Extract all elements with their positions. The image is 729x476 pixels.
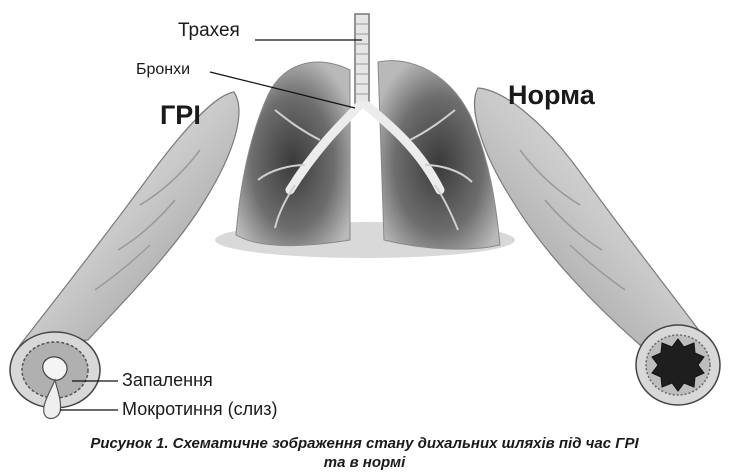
gri-narrowed-lumen bbox=[42, 356, 68, 381]
sputum-drop bbox=[43, 378, 62, 420]
right-main-bronchus bbox=[361, 100, 445, 195]
normal-airway-tube bbox=[473, 87, 712, 346]
diagram-illustration bbox=[9, 13, 721, 420]
trachea-label: Трахея bbox=[178, 20, 240, 41]
inflammation-label: Запалення bbox=[122, 370, 213, 390]
bronchi-label: Бронхи bbox=[136, 61, 191, 78]
bronchial-tree bbox=[257, 109, 473, 231]
caption-line-2: та в нормі bbox=[323, 454, 406, 471]
left-lung bbox=[235, 61, 351, 246]
gri-airway-tube bbox=[18, 91, 240, 346]
right-lung bbox=[377, 60, 501, 250]
normal-open-lumen bbox=[651, 338, 705, 392]
caption-line-1: Рисунок 1. Схематичне зображення стану д… bbox=[90, 435, 639, 452]
trachea-tube bbox=[354, 13, 370, 107]
trachea-rings bbox=[355, 23, 369, 95]
airways-diagram: Трахея Бронхи ГРІ Норма Запалення Мокрот… bbox=[9, 13, 721, 420]
bronchi-leader-line bbox=[209, 71, 356, 109]
gri-tube-pattern bbox=[94, 149, 201, 291]
normal-tube-pattern bbox=[519, 149, 626, 291]
figure-caption: Рисунок 1. Схематичне зображення стану д… bbox=[0, 434, 729, 472]
sputum-label: Мокротиння (слиз) bbox=[122, 399, 278, 419]
gri-label: ГРІ bbox=[160, 100, 201, 130]
left-main-bronchus bbox=[285, 100, 365, 195]
norma-label: Норма bbox=[508, 80, 595, 110]
